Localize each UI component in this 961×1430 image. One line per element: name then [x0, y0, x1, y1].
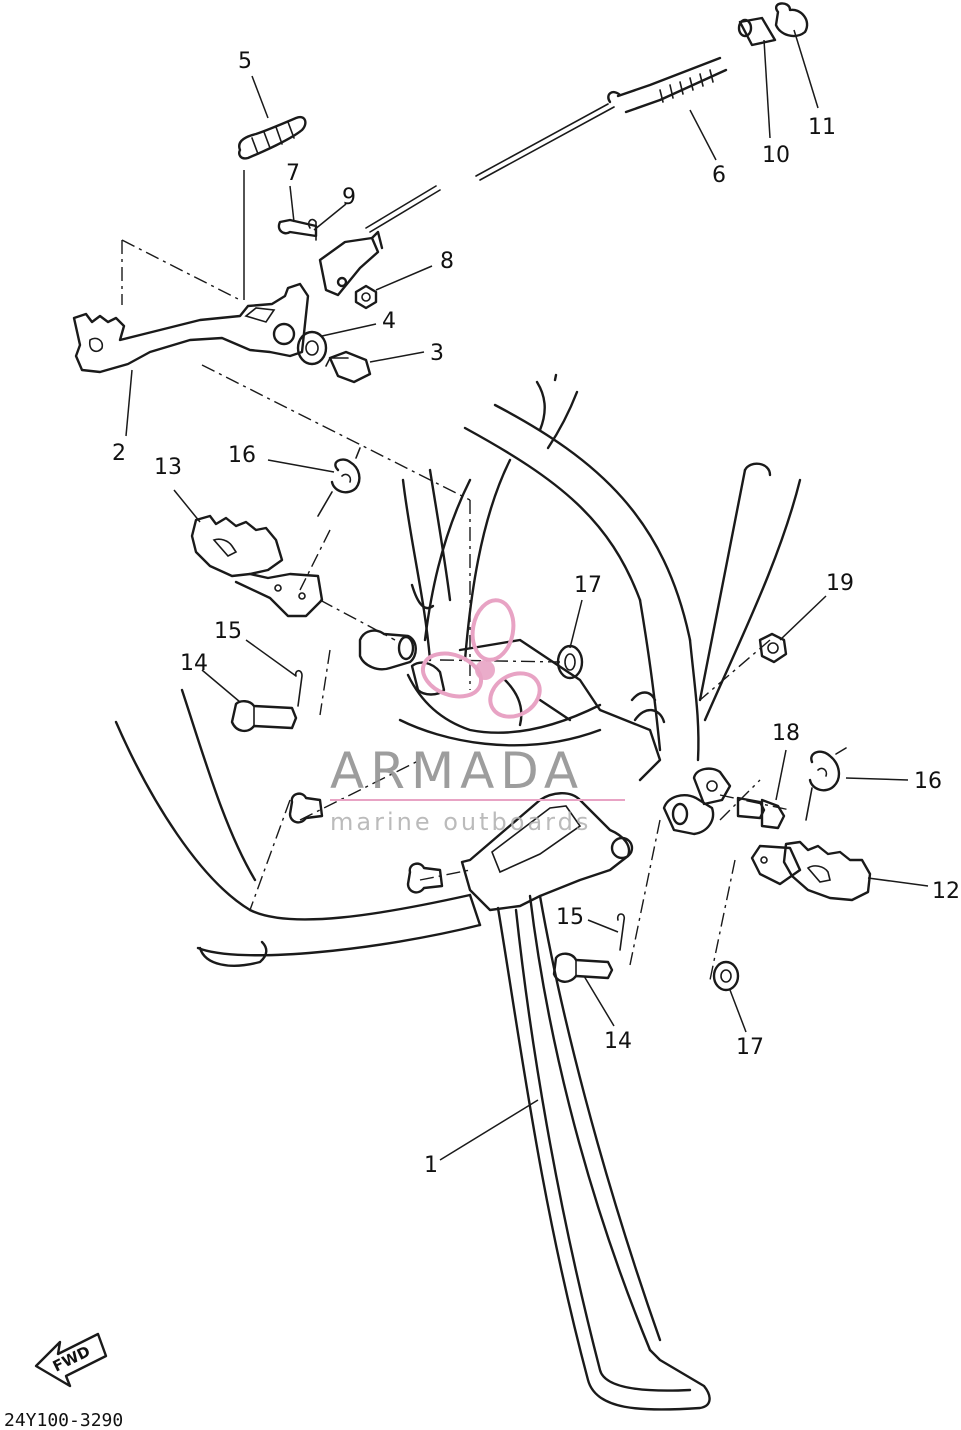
callout-15-left: 15 [214, 619, 242, 644]
callout-2: 2 [112, 441, 126, 466]
part-16-spring-left [317, 447, 361, 517]
part-15-cotter-right [616, 913, 626, 951]
leader-lines [125, 29, 929, 1161]
callout-13: 13 [154, 455, 182, 480]
callout-1: 1 [424, 1153, 438, 1178]
callout-12: 12 [932, 879, 960, 904]
callout-16-left: 16 [228, 443, 256, 468]
part-14-pin-left [230, 700, 298, 733]
pivot-bracket-right [662, 767, 732, 836]
diagram-code: 24Y100-3290 [4, 1410, 123, 1430]
part-6-brake-rod [365, 56, 728, 233]
frame-bolts [288, 792, 444, 894]
callout-9: 9 [342, 185, 356, 210]
part-2-brake-pedal [72, 282, 310, 374]
callout-4: 4 [382, 309, 396, 334]
callout-14-right: 14 [604, 1029, 632, 1054]
part-11-joint [774, 2, 809, 38]
watermark: ARMADA marine outboards [330, 598, 625, 836]
frame-tubes [114, 373, 802, 967]
callout-numbers: 1 2 3 4 5 6 7 8 9 10 11 12 13 14 14 15 1… [112, 49, 960, 1178]
callout-8: 8 [440, 249, 454, 274]
callout-3: 3 [430, 341, 444, 366]
part-18-bolt [736, 796, 786, 830]
watermark-title: ARMADA [330, 742, 584, 800]
assembly-lines [121, 239, 791, 981]
part-3-bolt [325, 350, 372, 384]
callout-5: 5 [238, 49, 252, 74]
part-12-footrest-right [750, 840, 872, 902]
part-14-pin-right [552, 952, 614, 983]
part-16-spring-right [805, 747, 847, 821]
part-13-footrest-left [190, 514, 324, 618]
callout-18: 18 [772, 721, 800, 746]
callout-17-upper: 17 [574, 573, 602, 598]
callout-15-right: 15 [556, 905, 584, 930]
part-19-nut [758, 632, 788, 664]
part-4-washer [296, 330, 328, 366]
callout-16-right: 16 [914, 769, 942, 794]
part-9-cotter-pin [307, 218, 317, 241]
fwd-arrow: FWD [34, 1332, 108, 1388]
frame-bracket [458, 638, 662, 782]
callout-7: 7 [286, 161, 300, 186]
part-1-sidestand [460, 792, 711, 1411]
callout-19: 19 [826, 571, 854, 596]
part-15-cotter-left [294, 669, 303, 707]
callout-10: 10 [762, 143, 790, 168]
part-5-spring [238, 115, 307, 160]
watermark-propeller-logo [420, 598, 542, 719]
callout-14-left: 14 [180, 651, 208, 676]
part-17-washer-lower [712, 960, 740, 992]
footrest-bracket-left [358, 629, 446, 696]
part-8-nut [354, 284, 378, 310]
callout-6: 6 [712, 163, 726, 188]
part-10-adjust-nut [737, 16, 777, 47]
watermark-subtitle: marine outboards [330, 808, 591, 836]
callout-11: 11 [808, 115, 836, 140]
callout-17-lower: 17 [736, 1035, 764, 1060]
rod-clevis [318, 230, 384, 297]
